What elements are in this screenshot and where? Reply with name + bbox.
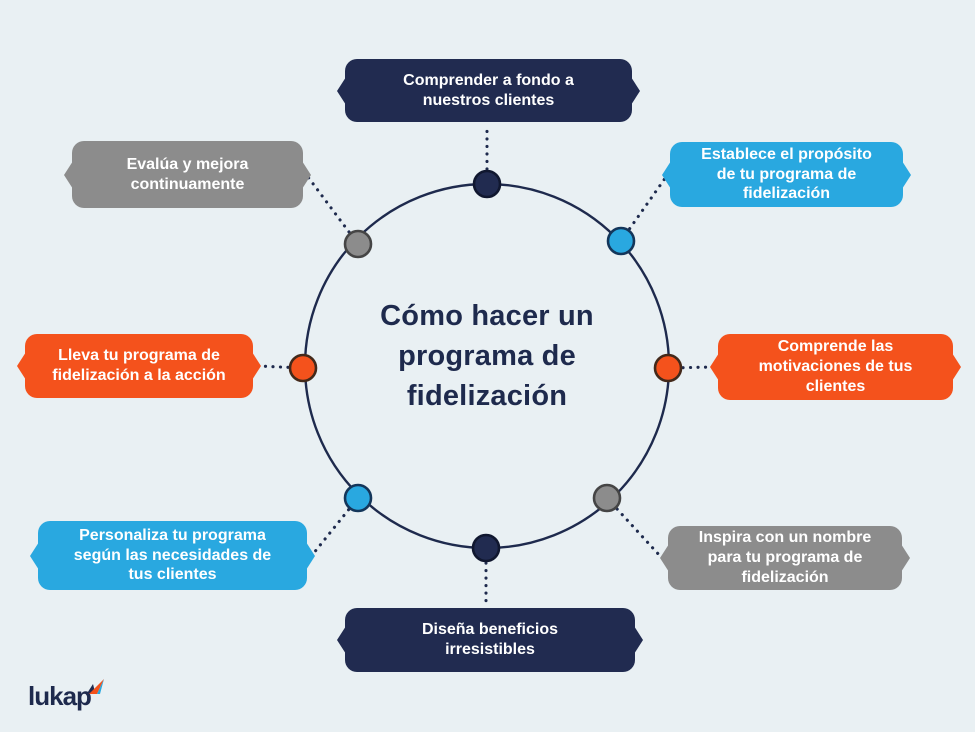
step-box-top: Comprender a fondo a nuestros clientes [345,59,632,122]
connector-top-right [619,175,668,243]
step-box-bottom-left: Personaliza tu programa según las necesi… [38,521,307,590]
connector-bottom-left [311,496,360,556]
step-box-top-right: Establece el propósito de tu programa de… [670,142,903,207]
node-dot-right [653,353,683,383]
step-label-bottom-right: Inspira con un nombre para tu programa d… [698,529,872,586]
node-dot-top [472,169,502,199]
step-box-bottom-right: Inspira con un nombre para tu programa d… [668,526,902,590]
step-label-right: Comprende las motivaciones de tus client… [758,338,913,395]
step-label-left: Lleva tu programa de fidelización a la a… [52,347,226,384]
lukap-logo: lukap [28,679,104,711]
step-label-top-right: Establece el propósito de tu programa de… [701,145,872,203]
step-label-top: Comprender a fondo a nuestros clientes [403,71,574,109]
connector-bottom-right [605,496,663,559]
step-box-left: Lleva tu programa de fidelización a la a… [25,334,253,398]
logo-arrow-icon [86,679,104,695]
node-dot-bottom-right [592,483,622,513]
node-dots [288,169,683,563]
node-dot-bottom [471,533,501,563]
step-label-bottom-left: Personaliza tu programa según las necesi… [73,526,272,584]
node-dot-bottom-left [343,483,373,513]
center-title: Cómo hacer un programa de fidelización [380,300,594,413]
node-dot-top-left [343,229,373,259]
node-dot-top-right [606,226,636,256]
logo-text: lukap [28,681,92,711]
step-box-right: Comprende las motivaciones de tus client… [718,334,953,400]
step-box-top-left: Evalúa y mejora continuamente [72,141,303,208]
step-box-bottom: Diseña beneficios irresistibles [345,608,635,672]
step-label-top-left: Evalúa y mejora continuamente [126,155,249,193]
node-dot-left [288,353,318,383]
step-label-bottom: Diseña beneficios irresistibles [421,621,559,658]
